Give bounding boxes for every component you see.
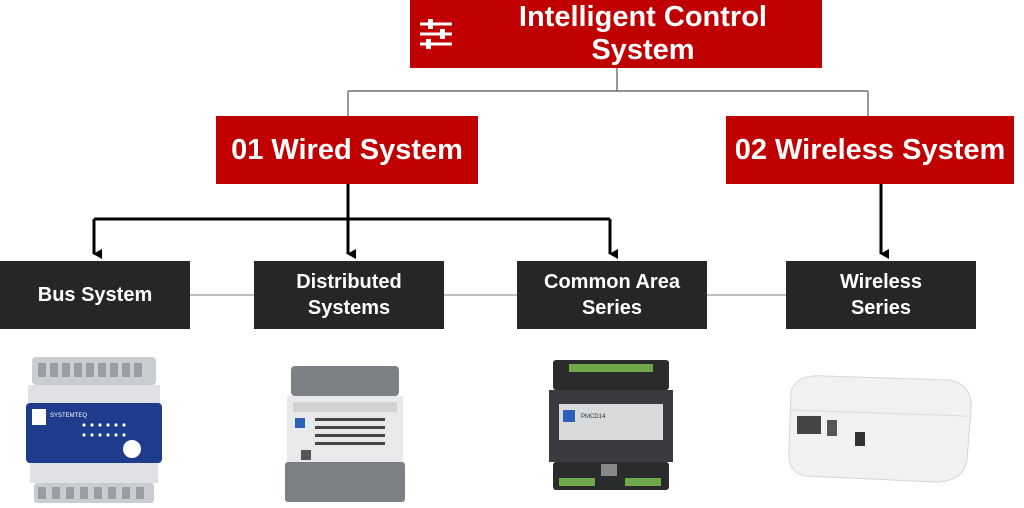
product-image-bus-module: SYSTEMTEQ <box>26 357 162 503</box>
root-node-intelligent-control: Intelligent Control System <box>410 0 822 68</box>
product-image-wireless-gateway <box>788 375 972 483</box>
category-bus-system: Bus System <box>0 261 190 329</box>
root-title: Intelligent Control System <box>518 1 767 66</box>
bus-module-brand: SYSTEMTEQ <box>50 413 87 419</box>
category-distributed-systems: Distributed Systems <box>254 261 444 329</box>
product-image-distributed-module <box>285 366 405 502</box>
wireless-title: 02 Wireless System <box>734 133 1006 166</box>
category-label-line2: Systems <box>307 297 391 319</box>
sliders-icon <box>419 19 452 49</box>
category-label-line2: Series <box>850 297 912 319</box>
category-label-line1: Common Area <box>544 271 680 293</box>
branch-wired-system: 01 Wired System <box>216 116 478 184</box>
common-area-model: PMCD14 <box>581 414 606 420</box>
category-label-line1: Distributed <box>296 271 402 293</box>
category-wireless-series: Wireless Series <box>786 261 976 329</box>
category-label: Bus System <box>37 284 153 306</box>
category-label-line1: Wireless <box>839 271 923 293</box>
category-label-line2: Series <box>581 297 643 319</box>
product-image-common-area-module: PMCD14 <box>549 360 673 490</box>
wired-title: 01 Wired System <box>231 133 463 166</box>
branch-wireless-system: 02 Wireless System <box>726 116 1014 184</box>
category-common-area-series: Common Area Series <box>517 261 707 329</box>
